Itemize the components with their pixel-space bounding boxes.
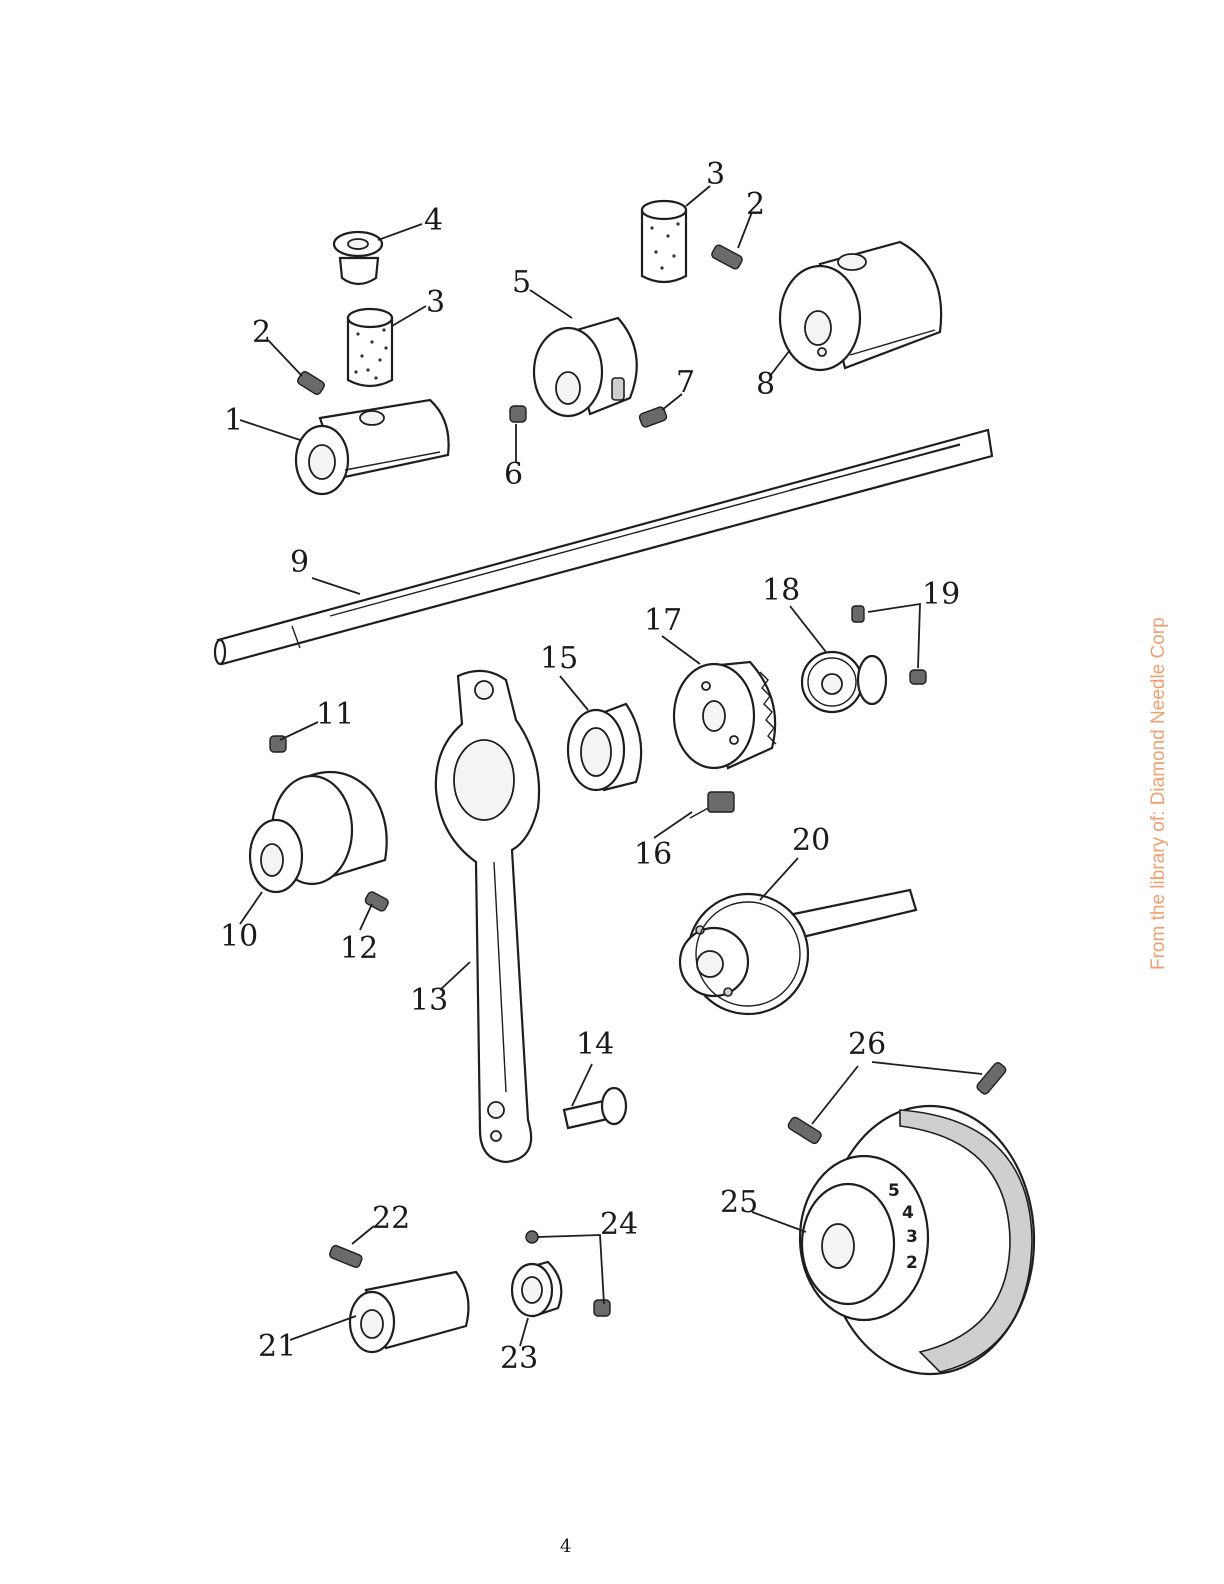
callout-13: 13 (410, 983, 448, 1018)
callout-15: 15 (540, 641, 578, 676)
part-14-shoulder-screw (564, 1088, 626, 1128)
callout-7: 7 (676, 365, 695, 400)
part-5-collar (534, 318, 637, 416)
callout-21: 21 (258, 1329, 296, 1364)
callout-2-top: 2 (746, 187, 765, 222)
callout-6: 6 (504, 457, 523, 492)
part-16-screw (690, 792, 734, 818)
dial-number: 5 (888, 1181, 900, 1201)
callout-24: 24 (600, 1207, 638, 1242)
callout-17: 17 (644, 603, 682, 638)
callout-16: 16 (634, 837, 672, 872)
library-watermark: From the library of: Diamond Needle Corp (1148, 600, 1170, 970)
callout-26: 26 (848, 1027, 886, 1062)
callout-2-left: 2 (252, 315, 271, 350)
callout-11: 11 (316, 697, 354, 732)
part-6-screw (510, 406, 526, 422)
part-21-hub (350, 1272, 468, 1352)
part-18-small-gear (802, 652, 886, 712)
page-number: 4 (560, 1536, 580, 1557)
part-17-gear-cam (674, 662, 776, 768)
part-3-felt-left (348, 309, 392, 386)
callout-23: 23 (500, 1341, 538, 1376)
part-13-connecting-rod (436, 671, 539, 1162)
callout-3-left: 3 (426, 285, 445, 320)
callout-18: 18 (762, 573, 800, 608)
callout-1: 1 (224, 403, 243, 438)
callout-9: 9 (290, 545, 309, 580)
callout-5: 5 (512, 265, 531, 300)
part-23-collar (512, 1262, 561, 1316)
callout-8: 8 (756, 367, 775, 402)
callout-19: 19 (922, 577, 960, 612)
part-20-gear-assembly (680, 890, 916, 1014)
part-22-set-screw (329, 1244, 364, 1268)
dial-number: 2 (906, 1253, 918, 1273)
callout-22: 22 (372, 1201, 410, 1236)
callout-20: 20 (792, 823, 830, 858)
part-8-large-collar (780, 242, 941, 370)
part-1-bushing (296, 400, 449, 494)
dial-number: 4 (902, 1203, 914, 1223)
part-4-oil-cap (334, 232, 382, 284)
part-12-set-screw (364, 891, 390, 913)
callout-3-top: 3 (706, 157, 725, 192)
callout-12: 12 (340, 931, 378, 966)
part-3-felt-top (642, 201, 686, 282)
callout-14: 14 (576, 1027, 614, 1062)
callout-4: 4 (424, 203, 443, 238)
callout-10: 10 (220, 919, 258, 954)
part-10-cam (250, 772, 387, 892)
callout-25: 25 (720, 1185, 758, 1220)
dial-number: 3 (906, 1227, 918, 1247)
part-25-handwheel: 5 4 3 2 (800, 1106, 1034, 1374)
part-15-eccentric (568, 704, 641, 790)
